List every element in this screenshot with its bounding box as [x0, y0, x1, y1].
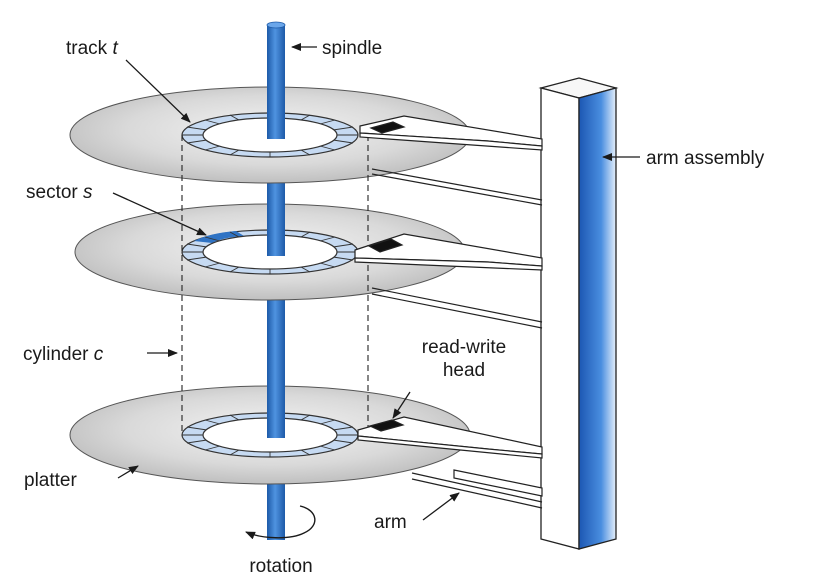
spindle-top: [267, 25, 285, 139]
track-leader: [125, 59, 191, 123]
label-sector: sector s: [26, 182, 93, 203]
label-rotation: rotation: [249, 556, 312, 577]
rotation-arrow-icon: [245, 505, 316, 540]
platter-leader: [117, 465, 139, 479]
spindle-middle: [267, 180, 285, 256]
label-track: track t: [66, 38, 118, 59]
cylinder-outline: [181, 135, 369, 435]
label-head: head: [443, 360, 485, 381]
arm-top: [359, 115, 543, 206]
label-arm-assembly: arm assembly: [646, 148, 765, 169]
sector-leader: [112, 192, 207, 236]
label-cylinder: cylinder c: [23, 344, 104, 365]
spindle-bottom: [267, 478, 285, 540]
read-write-head: [368, 419, 405, 432]
leader-lines: [112, 43, 640, 521]
read-write-leader: [392, 391, 411, 419]
sector-s-highlight: [194, 231, 244, 243]
arm-middle: [354, 233, 543, 329]
spindle-lower: [267, 300, 285, 438]
label-spindle: spindle: [322, 38, 382, 59]
label-read-write: read-write: [422, 337, 506, 358]
arm-bottom: [357, 416, 543, 509]
label-arm: arm: [374, 512, 407, 533]
arm-assembly: [538, 77, 619, 550]
label-platter: platter: [24, 470, 77, 491]
arm-lower: [453, 469, 543, 497]
arm-leader: [422, 492, 460, 521]
